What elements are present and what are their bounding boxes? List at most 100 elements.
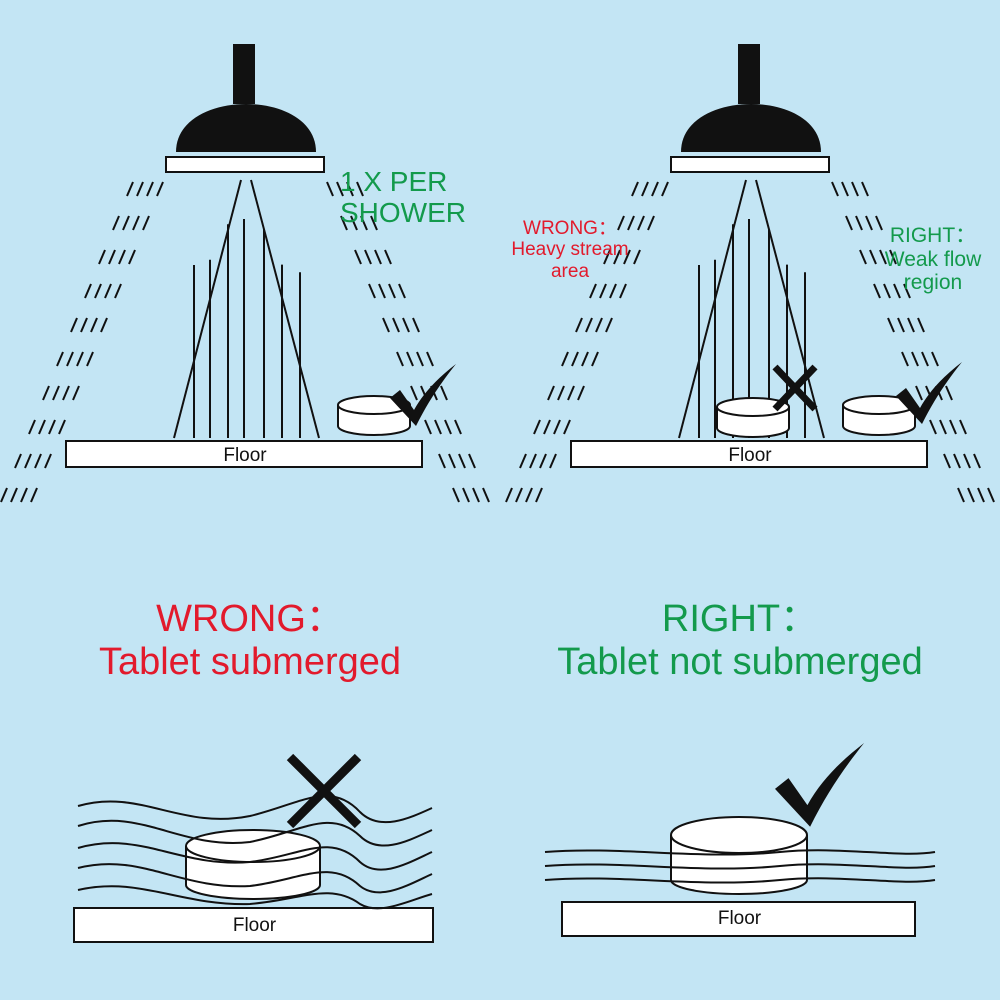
floor-label: Floor xyxy=(728,445,772,466)
water-stream-line xyxy=(561,351,569,367)
water-stream-line xyxy=(94,283,102,299)
water-stream-line xyxy=(613,249,621,265)
water-stream-line xyxy=(617,215,625,231)
water-stream-line xyxy=(755,179,825,439)
water-stream-line xyxy=(173,179,242,439)
water-stream-line xyxy=(34,453,42,469)
water-stream-line xyxy=(326,181,334,197)
water-stream-line xyxy=(887,317,895,333)
water-stream-line xyxy=(633,249,641,265)
water-stream-line xyxy=(58,419,66,435)
right-weak-flow-label: RIGHT： Weak flow region xyxy=(858,224,1000,295)
water-stream-line xyxy=(845,215,853,231)
water-stream-line xyxy=(472,487,480,503)
water-stream-line xyxy=(398,283,406,299)
water-stream-line xyxy=(973,453,981,469)
floor-label: Floor xyxy=(223,445,267,466)
water-stream-line xyxy=(575,317,583,333)
wrong-label-line3: area xyxy=(550,260,590,282)
water-stream-line xyxy=(861,181,869,197)
water-stream-line xyxy=(42,385,50,401)
water-stream-line xyxy=(156,181,164,197)
water-stream-line xyxy=(599,283,607,299)
water-stream-line xyxy=(519,453,527,469)
panel-top-left xyxy=(0,44,490,503)
heading-line1: WRONG： xyxy=(156,598,344,640)
water-stream-line xyxy=(945,385,953,401)
water-spray xyxy=(505,179,995,503)
water-stream-line xyxy=(889,249,897,265)
water-stream-line xyxy=(623,249,631,265)
water-stream-line xyxy=(458,453,466,469)
water-stream-line xyxy=(66,351,74,367)
water-stream-line xyxy=(859,249,867,265)
floor-label: Floor xyxy=(717,908,762,929)
water-stream-line xyxy=(114,283,122,299)
water-stream-line xyxy=(360,215,368,231)
water-stream-line xyxy=(929,419,937,435)
water-stream-line xyxy=(56,351,64,367)
water-stream-line xyxy=(146,181,154,197)
floor xyxy=(561,901,916,937)
water-stream-line xyxy=(841,181,849,197)
water-stream-line xyxy=(529,453,537,469)
water-stream-line xyxy=(931,351,939,367)
water-stream-line xyxy=(438,453,446,469)
water-stream-line xyxy=(897,317,905,333)
water-stream-line xyxy=(865,215,873,231)
water-stream-line xyxy=(651,181,659,197)
water-stream-line xyxy=(627,215,635,231)
water-stream-line xyxy=(462,487,470,503)
water-stream-line xyxy=(378,283,386,299)
water-stream-line xyxy=(24,453,32,469)
water-stream-line xyxy=(62,385,70,401)
water-stream-line xyxy=(340,215,348,231)
water-stream-line xyxy=(533,419,541,435)
water-stream-line xyxy=(0,487,8,503)
water-stream-line xyxy=(84,283,92,299)
water-stream-line xyxy=(901,351,909,367)
right-label-line2: Weak flow xyxy=(884,247,982,271)
water-stream-line xyxy=(967,487,975,503)
water-stream-line xyxy=(605,317,613,333)
water-stream-line xyxy=(539,453,547,469)
water-stream-line xyxy=(132,215,140,231)
water-stream-line xyxy=(567,385,575,401)
floor xyxy=(570,440,928,468)
water-stream-line xyxy=(112,215,120,231)
water-stream-line xyxy=(921,351,929,367)
water-stream-line xyxy=(917,317,925,333)
water-stream-line xyxy=(987,487,995,503)
water-stream-line xyxy=(873,283,881,299)
water-stream-line xyxy=(412,317,420,333)
water-stream-line xyxy=(939,419,947,435)
water-stream-line xyxy=(883,283,891,299)
heading-line2: Tablet not submerged xyxy=(557,640,923,683)
water-stream-line xyxy=(637,215,645,231)
water-stream-line xyxy=(875,215,883,231)
water-stream-line xyxy=(678,179,747,439)
water-stream-line xyxy=(108,249,116,265)
water-stream-line xyxy=(953,453,961,469)
water-waves xyxy=(544,849,936,884)
water-stream-line xyxy=(336,181,344,197)
right-label-line3: region xyxy=(903,271,963,295)
floor xyxy=(65,440,423,468)
water-stream-line xyxy=(44,453,52,469)
water-stream-line xyxy=(98,249,106,265)
water-stream-line xyxy=(136,181,144,197)
water-stream-line xyxy=(563,419,571,435)
water-stream-line xyxy=(577,385,585,401)
water-stream-line xyxy=(448,453,456,469)
water-stream-line xyxy=(943,453,951,469)
water-stream-line xyxy=(915,385,923,401)
water-stream-line xyxy=(977,487,985,503)
water-stream-line xyxy=(128,249,136,265)
water-stream-line xyxy=(949,419,957,435)
water-stream-line xyxy=(525,487,533,503)
water-stream-line xyxy=(515,487,523,503)
water-stream-line xyxy=(907,317,915,333)
water-stream-line xyxy=(86,351,94,367)
water-stream-line xyxy=(482,487,490,503)
water-stream-line xyxy=(118,249,126,265)
